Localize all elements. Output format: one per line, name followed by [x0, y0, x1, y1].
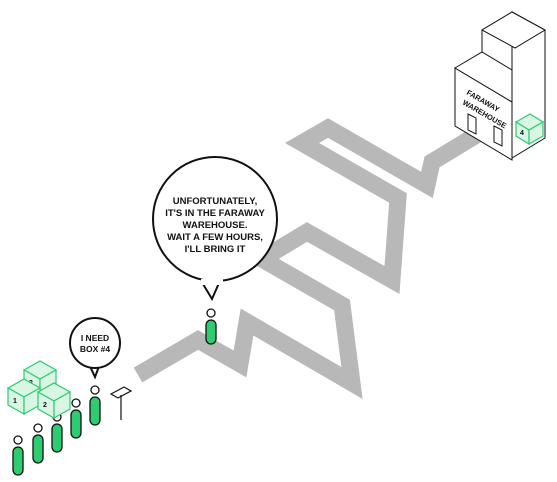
box-2: 2: [36, 382, 72, 420]
clerk-bubble-line5: I'LL BRING IT: [185, 244, 246, 255]
customer-speech-bubble: I NEED BOX #4: [69, 317, 121, 380]
customer-person-icon: [32, 423, 44, 464]
box-4: 4: [514, 113, 545, 146]
clerk-bubble-line1: UNFORTUNATELY,: [173, 196, 257, 207]
box-1-label: 1: [13, 398, 17, 405]
signpost-icon: [109, 386, 133, 420]
customer-person-icon: [70, 398, 82, 439]
box-4-label: 4: [520, 130, 524, 137]
clerk-bubble-line2: IT'S IN THE FARAWAY: [165, 208, 265, 219]
box-stack: 3 1 2: [6, 360, 72, 420]
customer-bubble-line1: I NEED: [81, 333, 109, 343]
clerk-person-icon: [205, 308, 217, 345]
customer-bubble-line2: BOX #4: [80, 344, 111, 354]
box-1: 1: [6, 378, 42, 416]
faraway-warehouse: FARAWAY WAREHOUSE 4: [454, 11, 547, 161]
warehouse-door-icon: [467, 113, 477, 135]
customer-person-icon: [89, 385, 101, 426]
customer-queue: [12, 385, 101, 476]
clerk-bubble-line3: WAREHOUSE.: [183, 220, 248, 231]
clerk-bubble-line4: WAIT A FEW HOURS,: [167, 232, 263, 243]
road: [133, 118, 488, 400]
warehouse-door-icon: [493, 125, 503, 147]
customer-person-icon: [12, 435, 24, 476]
clerk-speech-bubble: UNFORTUNATELY, IT'S IN THE FARAWAY WAREH…: [152, 156, 278, 302]
box-2-label: 2: [43, 402, 47, 409]
